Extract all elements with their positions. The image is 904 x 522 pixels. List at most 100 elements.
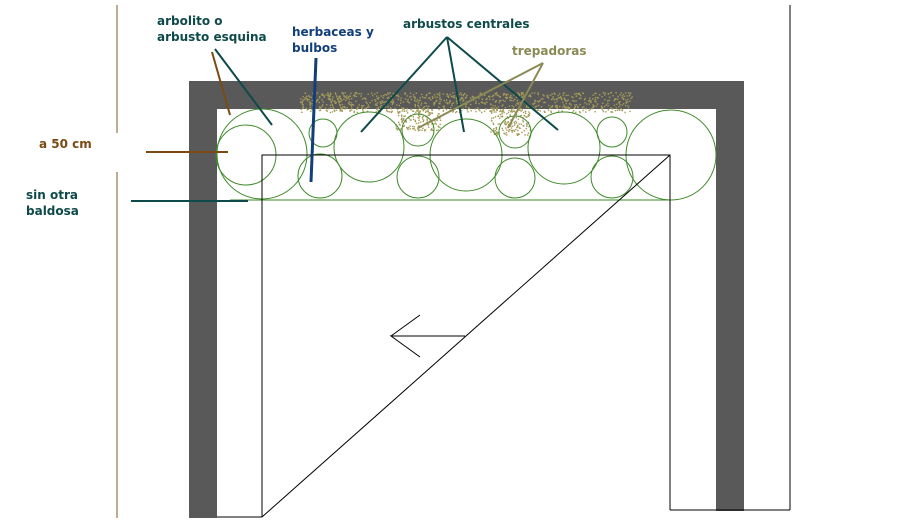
foliage-dot bbox=[456, 101, 458, 103]
foliage-dot bbox=[422, 120, 424, 123]
foliage-dot bbox=[535, 105, 538, 107]
foliage-dot bbox=[595, 101, 597, 103]
foliage-dot bbox=[502, 94, 505, 96]
foliage-dot bbox=[622, 103, 625, 105]
foliage-dot bbox=[488, 95, 491, 98]
foliage-dot bbox=[308, 101, 311, 103]
foliage-dot bbox=[409, 128, 412, 130]
foliage-dot bbox=[439, 98, 441, 100]
foliage-dot bbox=[546, 94, 549, 96]
foliage-dot bbox=[498, 99, 501, 102]
foliage-dot bbox=[387, 110, 389, 113]
foliage-dot bbox=[509, 129, 511, 131]
foliage-dot bbox=[554, 105, 557, 107]
foliage-dot bbox=[518, 109, 520, 111]
opening-diagonal bbox=[261, 154, 671, 518]
foliage-dot bbox=[443, 99, 445, 102]
foliage-dot bbox=[401, 118, 403, 121]
foliage-dot bbox=[361, 105, 363, 107]
foliage-dot bbox=[492, 98, 494, 101]
foliage-dot bbox=[384, 94, 386, 96]
foliage-dot bbox=[502, 108, 504, 111]
foliage-dot bbox=[579, 93, 581, 96]
foliage-dot bbox=[561, 98, 563, 101]
foliage-dot bbox=[318, 97, 321, 99]
foliage-dot bbox=[537, 109, 539, 111]
foliage-dot bbox=[319, 96, 321, 98]
foliage-dot bbox=[448, 102, 451, 104]
foliage-dot bbox=[517, 92, 519, 94]
foliage-dot bbox=[414, 98, 416, 100]
foliage-dot bbox=[505, 94, 508, 97]
foliage-dot bbox=[510, 127, 513, 129]
foliage-dot bbox=[456, 102, 458, 105]
foliage-dot bbox=[335, 95, 338, 97]
foliage-dot bbox=[499, 96, 501, 98]
foliage-dot bbox=[563, 97, 565, 99]
foliage-dot bbox=[625, 101, 628, 103]
foliage-dot bbox=[363, 97, 365, 99]
foliage-dot bbox=[572, 111, 574, 114]
foliage-dot bbox=[351, 107, 353, 109]
foliage-dot bbox=[547, 95, 549, 97]
foliage-dot bbox=[610, 92, 612, 94]
foliage-dot bbox=[447, 95, 450, 97]
foliage-dot bbox=[321, 105, 323, 107]
foliage-dot bbox=[513, 110, 515, 112]
foliage-dot bbox=[628, 92, 630, 94]
plant-circle bbox=[333, 111, 405, 183]
foliage-dot bbox=[346, 107, 348, 109]
foliage-dot bbox=[417, 114, 420, 116]
foliage-dot bbox=[496, 109, 498, 111]
foliage-dot bbox=[402, 125, 405, 128]
foliage-dot bbox=[591, 107, 593, 110]
foliage-dot bbox=[464, 97, 467, 99]
foliage-dot bbox=[494, 130, 496, 132]
foliage-dot bbox=[497, 94, 499, 97]
foliage-dot bbox=[536, 109, 539, 111]
foliage-dot bbox=[565, 94, 567, 97]
foliage-dot bbox=[452, 110, 454, 112]
foliage-dot bbox=[512, 100, 514, 102]
foliage-dot bbox=[482, 102, 484, 104]
foliage-dot bbox=[400, 97, 402, 99]
foliage-dot bbox=[585, 111, 587, 113]
foliage-dot bbox=[532, 103, 534, 105]
plant-circle bbox=[494, 157, 536, 199]
foliage-dot bbox=[406, 108, 408, 110]
foliage-dot bbox=[502, 129, 504, 132]
foliage-dot bbox=[392, 92, 395, 95]
foliage-dot bbox=[365, 107, 368, 109]
foliage-dot bbox=[588, 99, 591, 101]
foliage-dot bbox=[582, 92, 584, 94]
foliage-dot bbox=[392, 102, 394, 104]
foliage-dot bbox=[602, 102, 604, 104]
foliage-dot bbox=[437, 115, 439, 117]
foliage-dot bbox=[505, 94, 508, 96]
foliage-dot bbox=[336, 98, 339, 100]
foliage-dot bbox=[376, 95, 378, 97]
foliage-dot bbox=[604, 94, 606, 96]
foliage-dot bbox=[623, 95, 625, 97]
foliage-dot bbox=[491, 95, 493, 98]
foliage-dot bbox=[423, 97, 425, 99]
foliage-dot bbox=[524, 112, 527, 115]
foliage-dot bbox=[362, 105, 364, 107]
foliage-dot bbox=[324, 107, 326, 109]
foliage-dot bbox=[356, 108, 358, 110]
foliage-dot bbox=[369, 102, 371, 104]
foliage-dot bbox=[600, 108, 603, 110]
foliage-dot bbox=[329, 99, 332, 101]
foliage-dot bbox=[507, 93, 509, 96]
foliage-dot bbox=[375, 110, 377, 113]
foliage-dot bbox=[421, 102, 423, 104]
foliage-dot bbox=[543, 95, 545, 97]
foliage-dot bbox=[367, 93, 369, 95]
foliage-dot bbox=[306, 98, 308, 101]
foliage-dot bbox=[380, 105, 382, 107]
foliage-dot bbox=[495, 101, 497, 103]
foliage-dot bbox=[439, 92, 441, 94]
foliage-dot bbox=[495, 107, 498, 109]
foliage-dot bbox=[428, 112, 430, 114]
foliage-dot bbox=[529, 112, 531, 115]
